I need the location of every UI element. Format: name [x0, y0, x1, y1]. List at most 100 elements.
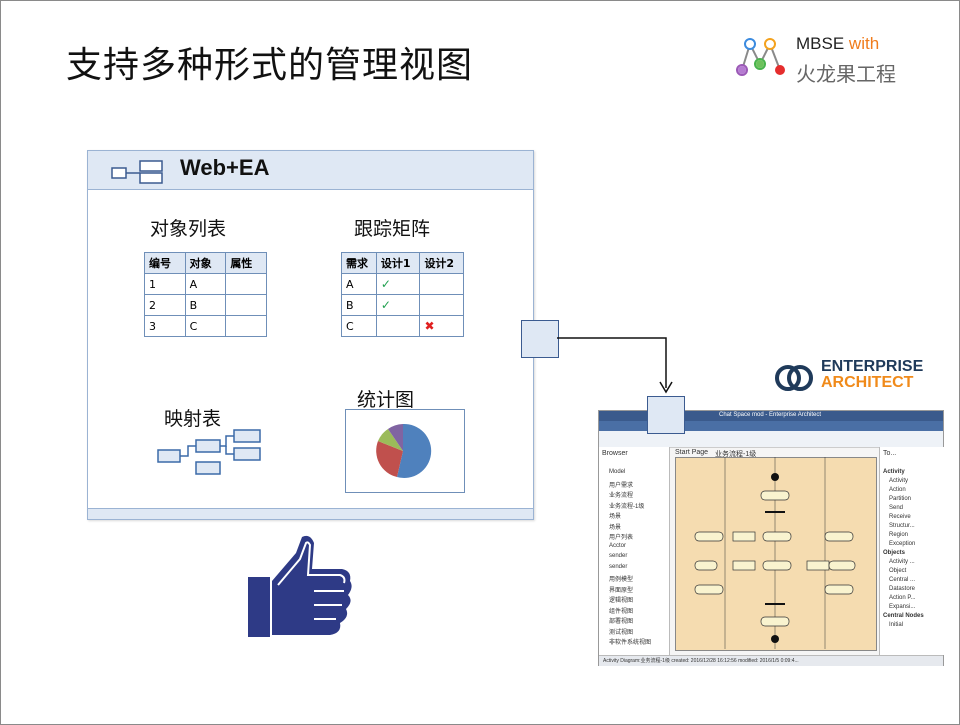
table-header: 编号	[144, 252, 186, 274]
ea-toolbox-item[interactable]: Activity	[889, 478, 909, 484]
table-header: 设计2	[419, 252, 464, 274]
check-icon: ✓	[375, 294, 421, 316]
table-cell: 2	[144, 294, 186, 316]
table-cell	[375, 315, 421, 337]
table-row: A ✓	[341, 273, 464, 295]
ea-tree-item[interactable]: 部署视图	[609, 619, 634, 625]
ea-activity-diagram	[694, 457, 856, 649]
ea-titlebar	[599, 411, 943, 421]
ea-tree-item[interactable]: Model	[609, 469, 626, 475]
table-row: B ✓	[341, 294, 464, 316]
table-cell: A	[341, 273, 377, 295]
table-cell: B	[341, 294, 377, 316]
ea-tree-item[interactable]: sender	[609, 553, 628, 559]
object-list-label: 对象列表	[150, 218, 227, 240]
ea-tree-item[interactable]: 用例模型	[609, 577, 634, 583]
ea-tree-item[interactable]: 非软件系统视图	[609, 640, 652, 646]
ea-tree-item[interactable]: 业务流程-1级	[609, 503, 645, 510]
table-header: 需求	[341, 252, 377, 274]
ea-toolbox-title: To...	[883, 450, 897, 457]
table-cell	[225, 315, 267, 337]
ea-tab-diagram[interactable]: 业务流程-1级	[715, 451, 757, 458]
ea-tree-item[interactable]: 场景	[609, 514, 622, 520]
ea-tree-item[interactable]: 场景	[609, 524, 622, 531]
ea-tree-item[interactable]: sender	[609, 563, 628, 570]
ea-toolbox-item[interactable]: Central ...	[889, 577, 916, 583]
table-cell: C	[341, 315, 377, 337]
ea-tree-item[interactable]: 业务流程	[609, 493, 634, 499]
check-icon: ✓	[375, 273, 421, 295]
ea-toolbox-item[interactable]: Exception	[889, 541, 916, 547]
table-cell	[225, 294, 267, 316]
logo-title: MBSE with	[796, 34, 880, 53]
ea-brand-line2: ARCHITECT	[821, 374, 914, 391]
trace-matrix-label: 跟踪矩阵	[354, 218, 431, 240]
ea-toolbox-item[interactable]: Activity ...	[889, 559, 915, 565]
ea-toolbox-item[interactable]: Send	[889, 505, 904, 511]
table-cell: C	[184, 315, 227, 337]
ea-toolbox-item[interactable]: Region	[889, 532, 909, 538]
pie-slice-green	[378, 429, 403, 451]
thumbs-up-icon	[248, 535, 352, 637]
slide-title: 支持多种形式的管理视图	[66, 45, 474, 86]
ea-toolbox-group[interactable]: Central Nodes	[883, 613, 924, 619]
ea-toolbox-item[interactable]: Initial	[889, 622, 904, 628]
table-cell	[419, 273, 464, 295]
ea-toolbox-group[interactable]: Objects	[883, 550, 906, 556]
table-cell: 1	[144, 273, 186, 295]
table-header: 设计1	[375, 252, 421, 274]
cross-icon: ✖	[419, 315, 464, 337]
ea-tree-item[interactable]: 逻辑视图	[609, 598, 634, 604]
ea-tab-start[interactable]: Start Page	[675, 449, 709, 456]
ea-tree-item[interactable]: 组件视图	[609, 608, 634, 615]
connector-box-left	[521, 320, 559, 358]
component-icon	[111, 160, 163, 184]
table-cell: A	[184, 273, 227, 295]
ea-toolbox-item[interactable]: Structur...	[889, 523, 915, 529]
ea-toolbox-item[interactable]: Action P...	[889, 595, 916, 601]
ea-brand: ENTERPRISE ARCHITECT	[821, 359, 923, 391]
panel-title: Web+EA	[180, 155, 270, 180]
table-header: 对象	[184, 252, 227, 274]
ea-browser	[599, 447, 670, 655]
table-cell: 3	[144, 315, 186, 337]
pie-slice-blue	[397, 423, 432, 478]
pie-slice-red	[376, 441, 403, 477]
connector-arrow	[557, 337, 673, 394]
ea-tree-item[interactable]: 用户需求	[609, 482, 634, 489]
enterprise-architect-logo-icon	[775, 365, 813, 391]
mbse-logo-icon	[736, 38, 785, 76]
ea-toolbar	[599, 431, 943, 448]
trace-matrix-table: 需求 设计1 设计2 A ✓ B ✓ C ✖	[341, 252, 464, 337]
logo-subtitle: 火龙果工程	[796, 62, 896, 86]
table-header: 属性	[225, 252, 267, 274]
ea-toolbox-item[interactable]: Expansi...	[889, 604, 916, 610]
ea-window-title: Chat Space mod - Enterprise Architect	[719, 412, 822, 418]
ea-toolbox-item[interactable]: Object	[889, 568, 907, 574]
ea-tree-item[interactable]: Acctor	[609, 542, 627, 549]
ea-brand-line1: ENTERPRISE	[821, 358, 924, 375]
panel-header: Web+EA	[88, 151, 533, 190]
stats-chart-label: 统计图	[357, 389, 415, 411]
pie-chart	[345, 409, 465, 493]
mapping-label: 映射表	[164, 408, 222, 430]
table-cell	[419, 294, 464, 316]
pie-slice-purple	[388, 424, 403, 451]
ea-toolbox-group[interactable]: Activity	[883, 469, 905, 475]
ea-ribbon	[599, 421, 943, 431]
ea-toolbox-item[interactable]: Action	[889, 487, 906, 493]
ea-toolbox-item[interactable]: Receive	[889, 514, 911, 520]
ea-status-text: Activity Diagram:业务流程-1级 created: 2016/1…	[603, 658, 799, 664]
ea-toolbox-item[interactable]: Datastore	[889, 586, 916, 592]
ea-statusbar	[599, 655, 943, 666]
mapping-diagram-icon	[157, 429, 261, 475]
table-row: 1 A	[144, 273, 267, 295]
ea-tree-item[interactable]: 界面原型	[609, 587, 634, 594]
ea-tree-item[interactable]: 测试视图	[609, 629, 634, 636]
ea-toolbox-item[interactable]: Partition	[889, 496, 912, 502]
ea-browser-label: Browser	[602, 450, 628, 457]
ea-tree-item[interactable]: 用户列表	[609, 535, 634, 541]
table-cell	[225, 273, 267, 295]
ea-screenshot: Chat Space mod - Enterprise Architect Br…	[598, 410, 944, 666]
table-row: C ✖	[341, 315, 464, 337]
